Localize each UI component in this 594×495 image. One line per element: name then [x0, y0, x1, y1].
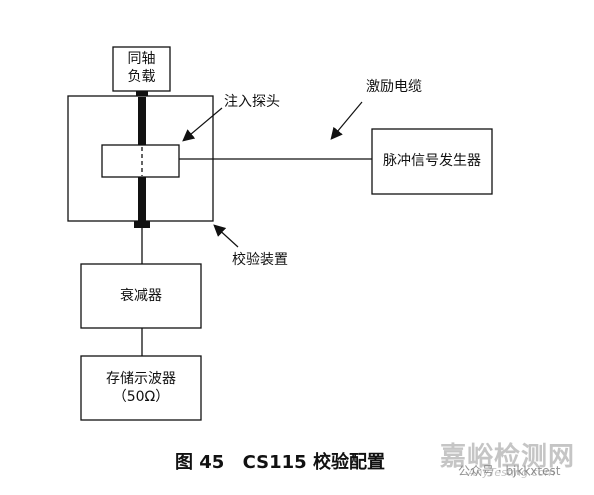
- oscilloscope-label-line1: 存储示波器: [106, 371, 176, 387]
- cable-leader-arrow: [330, 101, 363, 140]
- attenuator-label: 衰减器: [120, 288, 162, 304]
- excitation-cable-label: 激励电缆: [366, 79, 422, 95]
- center-conductor-upper: [138, 97, 146, 145]
- oscilloscope-box: [80, 355, 202, 421]
- attenuator-box: [80, 263, 202, 329]
- figure-caption: 图 45 CS115 校验配置: [0, 448, 560, 474]
- watermark-site: 嘉峪检测网: [440, 442, 576, 472]
- oscilloscope-label: 存储示波器 （50Ω）: [81, 370, 201, 406]
- fixture-bottom-connector: [134, 221, 150, 228]
- fixture-leader-arrow: [213, 224, 239, 248]
- injection-probe: [101, 144, 180, 178]
- figure-title: CS115 校验配置: [242, 452, 385, 473]
- coax-load-label-line2: 负载: [127, 69, 156, 85]
- pulse-generator-box: [371, 128, 493, 195]
- oscilloscope-label-line2: （50Ω）: [112, 389, 170, 405]
- watermark-wechat: 公众号 · bjkkxtest: [458, 464, 561, 478]
- center-conductor-lower: [138, 177, 146, 222]
- probe-leader-arrow: [182, 107, 223, 142]
- coax-load-label: 同轴 负载: [113, 50, 170, 86]
- load-connector: [136, 91, 148, 97]
- watermark-site-en: AnyTesting.com: [468, 466, 556, 479]
- calibration-fixture-label: 校验装置: [232, 252, 288, 268]
- coax-load-label-line1: 同轴: [127, 51, 156, 67]
- pulse-generator-label: 脉冲信号发生器: [383, 153, 481, 169]
- figure-number: 图 45: [175, 452, 225, 473]
- coax-load-box: [112, 46, 171, 92]
- injection-probe-label: 注入探头: [224, 94, 280, 110]
